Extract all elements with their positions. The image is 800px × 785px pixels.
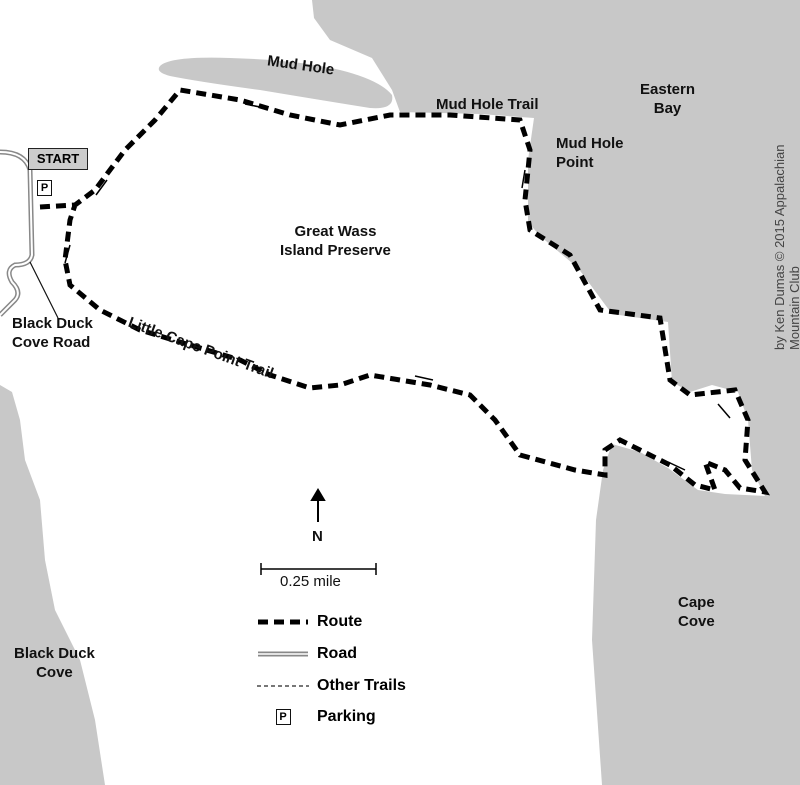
legend-other-trails: Other Trails [255, 675, 455, 697]
legend-parking: P Parking [255, 706, 455, 728]
legend-road: Road [255, 643, 455, 665]
start-marker: START [28, 148, 88, 170]
mud-hole-water [158, 57, 393, 109]
map-credit: by Ken Dumas © 2015 Appalachian Mountain… [772, 144, 800, 350]
route [39, 87, 771, 496]
route-swatch-icon [255, 619, 311, 625]
parking-icon: P [37, 180, 52, 196]
other-trails-swatch-icon [255, 684, 311, 688]
scale-bar [260, 563, 377, 575]
road-leader-line [29, 261, 59, 319]
black-duck-cove-water [0, 385, 105, 785]
legend-route: Route [255, 611, 455, 633]
scale-label: 0.25 mile [280, 573, 341, 590]
north-label: N [312, 528, 323, 545]
road-swatch-icon [255, 651, 311, 657]
label-mud-hole-trail: Mud Hole Trail [436, 96, 539, 113]
direction-arrows [64, 103, 731, 471]
road [0, 149, 35, 317]
parking-swatch-icon: P [275, 709, 291, 725]
north-arrow [310, 488, 326, 522]
eastern-bay-water [312, 0, 800, 785]
